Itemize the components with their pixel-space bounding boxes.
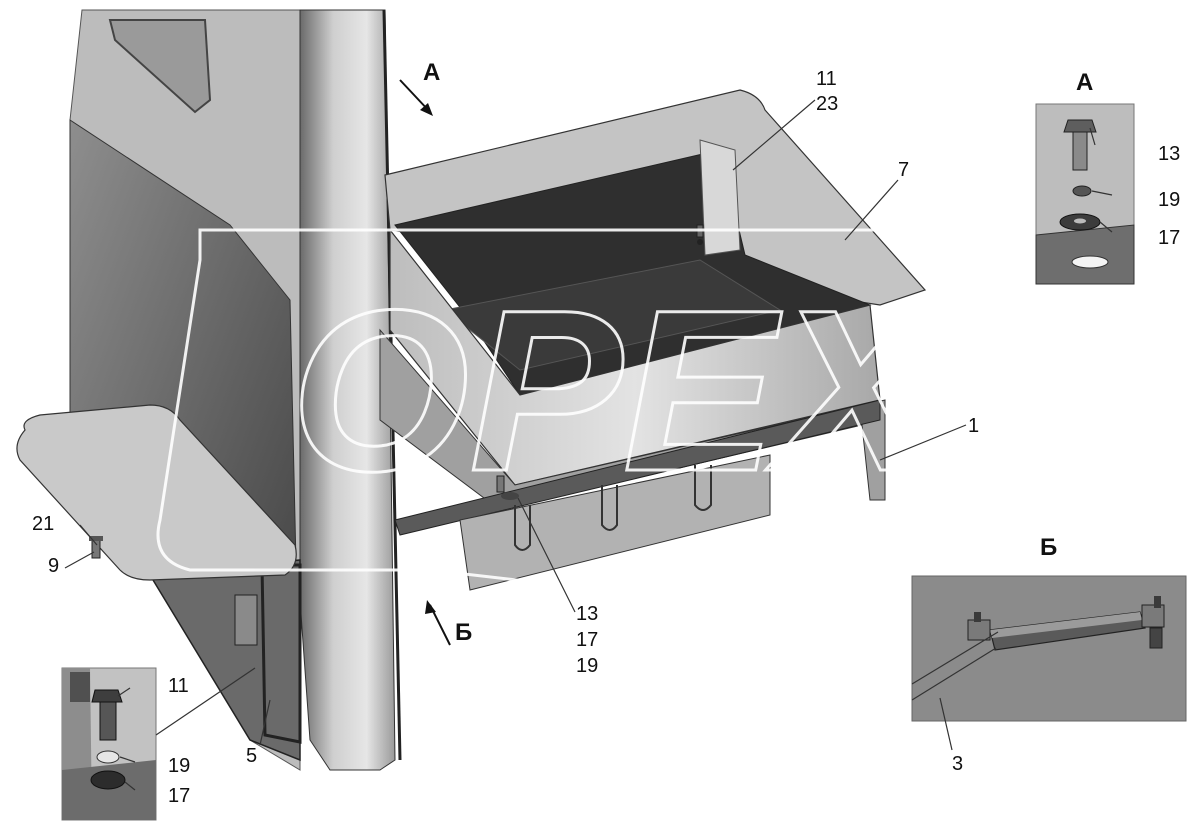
view-arrow-a — [399, 79, 433, 116]
callout-13-mid: 13 — [576, 603, 598, 625]
toolbox-inner-wall — [699, 139, 741, 256]
bolt-13-mid — [496, 475, 519, 500]
callout-17-a: 17 — [1158, 227, 1180, 249]
callout-5: 5 — [246, 745, 257, 767]
leader-lines — [64, 99, 1113, 791]
lock-washer-19-inset-icon — [96, 750, 120, 764]
callout-3: 3 — [952, 753, 963, 775]
toolbox — [379, 89, 927, 591]
watermark: ОРЕХ — [156, 228, 1069, 587]
callout-1: 1 — [968, 415, 979, 437]
inset-bottom-left — [61, 667, 157, 821]
callout-23: 23 — [816, 93, 838, 115]
callouts: 11 23 7 1 13 17 19 21 9 5 3 13 19 17 11 … — [32, 68, 1180, 807]
watermark-text: ОРЕХ — [290, 262, 941, 519]
inset-a — [1035, 103, 1135, 285]
view-label-a-inset: А — [1076, 69, 1093, 96]
support-bracket-1 — [459, 454, 771, 591]
callout-19-mid: 19 — [576, 655, 598, 677]
inset-b — [911, 575, 1187, 722]
view-label-b-bottom: Б — [455, 619, 472, 646]
door-window-frame — [108, 19, 212, 114]
toolbox-floor — [443, 259, 782, 371]
callout-19-inset: 19 — [168, 755, 190, 777]
inset-a-plate — [1035, 224, 1135, 285]
lock-washer-19-icon — [1072, 185, 1092, 197]
bolt-11-icon — [91, 689, 123, 741]
callout-11-top: 11 — [816, 68, 837, 90]
callout-7: 7 — [898, 159, 909, 181]
callout-19-a: 19 — [1158, 189, 1180, 211]
step-plate — [16, 404, 297, 581]
screw-21 — [89, 536, 103, 559]
view-label-b-inset: Б — [1040, 534, 1057, 561]
view-label-a-top: А — [423, 59, 440, 86]
step-opening — [148, 559, 301, 762]
hinge-bracket — [234, 594, 258, 646]
callout-13-a: 13 — [1158, 143, 1180, 165]
callout-11-inset: 11 — [168, 675, 189, 697]
bolt-11-box — [696, 224, 704, 245]
callout-9: 9 — [48, 555, 59, 577]
callout-21: 21 — [32, 513, 54, 535]
mounting-strip — [394, 399, 881, 536]
washer-17-inset-icon — [90, 770, 126, 790]
slot-holes — [514, 465, 712, 551]
callout-17-mid: 17 — [576, 629, 598, 651]
bolt-13-icon — [1063, 119, 1097, 171]
view-arrow-b — [425, 600, 451, 646]
callout-17-inset: 17 — [168, 785, 190, 807]
